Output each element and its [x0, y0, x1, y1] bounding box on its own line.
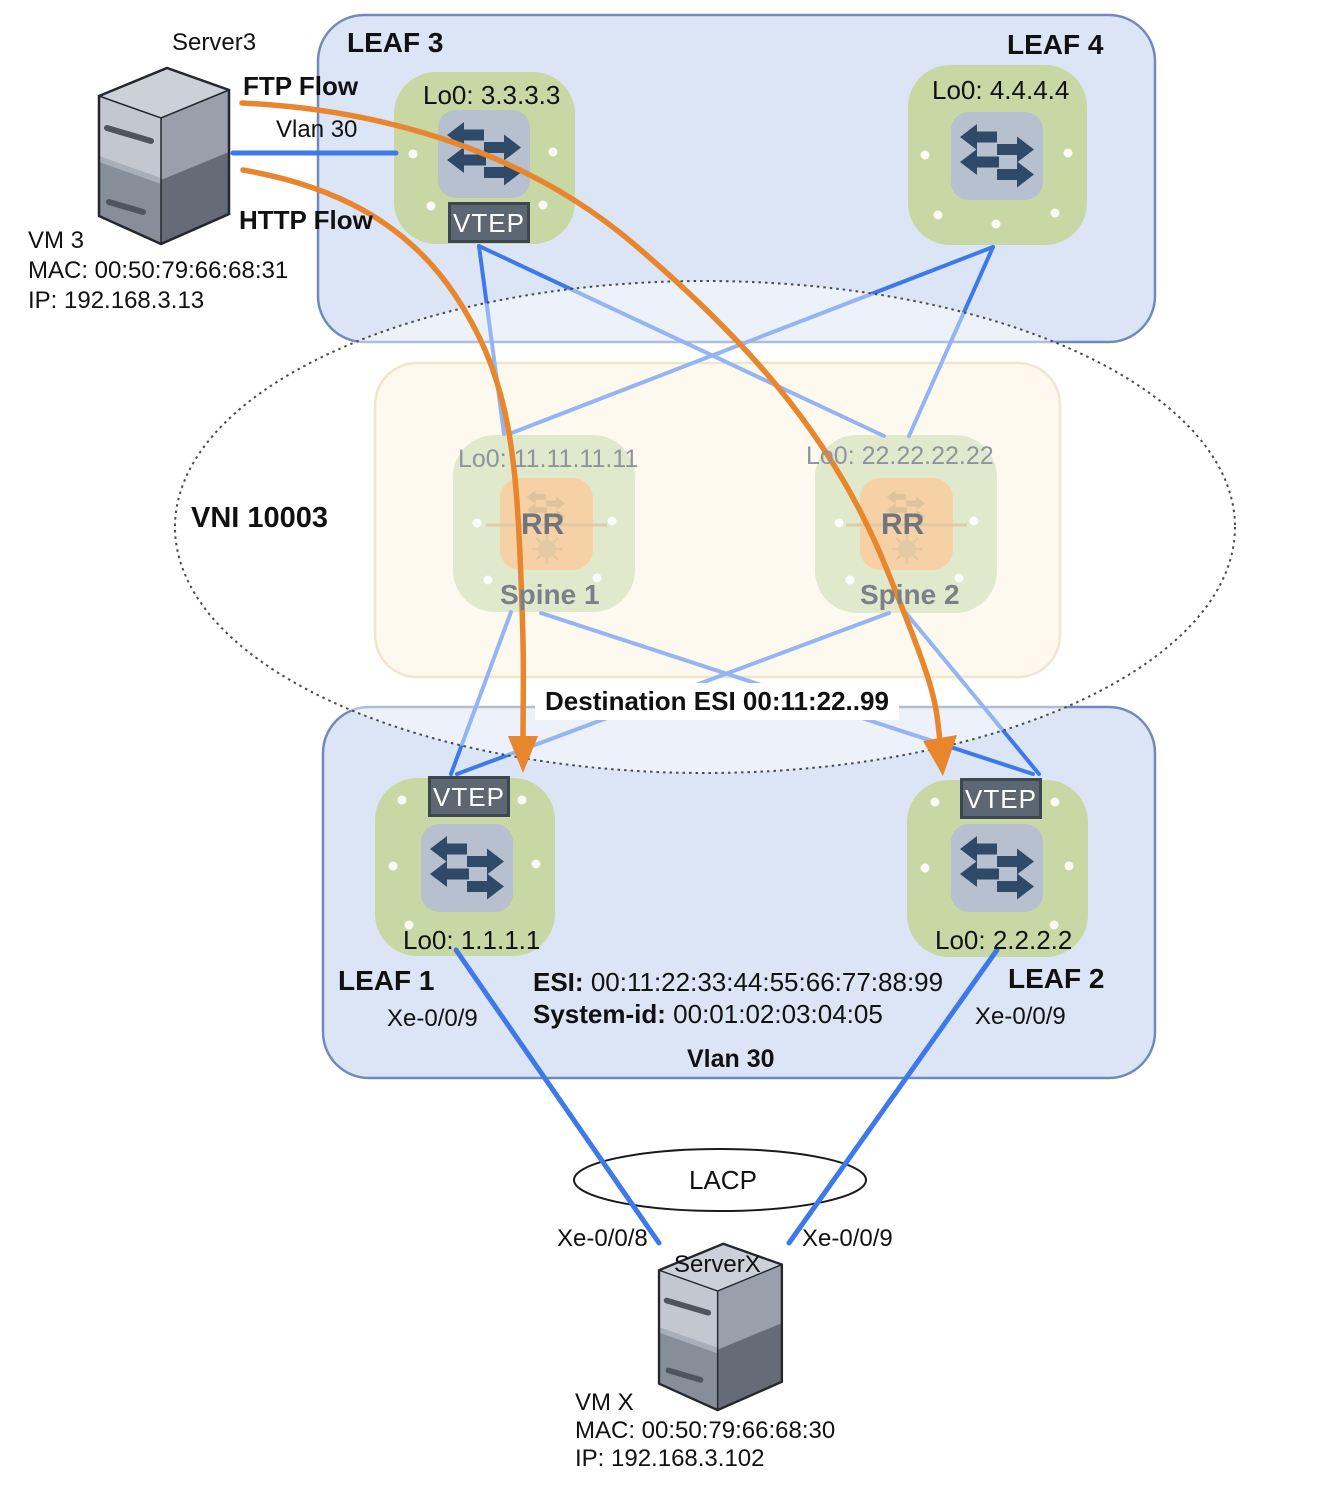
spine2-lo0: Lo0: 22.22.22.22: [806, 442, 994, 470]
ftp-flow-label: FTP Flow: [243, 71, 359, 101]
leaf3-vtep-badge: VTEP: [448, 202, 530, 243]
systemid-line: System-id: 00:01:02:03:04:05: [533, 1000, 883, 1029]
leaf1-vtep-badge: VTEP: [428, 776, 510, 817]
leaf2-switch-icon: [951, 824, 1043, 912]
esi-line: ESI: 00:11:22:33:44:55:66:77:88:99: [533, 968, 943, 997]
spine2-router-icon: [846, 478, 967, 570]
serverx-port-right-label: Xe-0/0/9: [802, 1225, 893, 1252]
leaf3-title: LEAF 3: [347, 27, 444, 58]
serverx-port-left-label: Xe-0/0/8: [557, 1225, 648, 1252]
leaf4-lo0: Lo0: 4.4.4.4: [932, 75, 1070, 105]
serverx-label: ServerX: [674, 1251, 761, 1278]
esi-key: ESI:: [533, 967, 584, 997]
ftp-flow-arrowhead: [923, 735, 957, 776]
spine2-sun-icon: [892, 534, 922, 564]
leaf1-node: [375, 778, 555, 956]
esi-value: 00:11:22:33:44:55:66:77:88:99: [590, 967, 944, 997]
leaf3-lo0: Lo0: 3.3.3.3: [423, 80, 561, 110]
server3-icon: [99, 68, 229, 244]
leaf2-port-label: Xe-0/0/9: [975, 1003, 1066, 1030]
leaf2-lo0: Lo0: 2.2.2.2: [935, 925, 1073, 955]
link-spine2-leaf2: [904, 611, 1041, 776]
link-spine1-leaf1: [449, 610, 513, 776]
leaf3-node: [394, 72, 575, 244]
spine2-name: Spine 2: [860, 579, 960, 610]
link-leaf4-spine2: [907, 245, 995, 438]
link-leaf3-spine2: [477, 244, 886, 438]
spine2-rr-label: RR: [881, 508, 925, 541]
vmx-ip: IP: 192.168.3.102: [575, 1445, 765, 1472]
vni-label: VNI 10003: [191, 502, 329, 534]
spine1-lo0: Lo0: 11.11.11.11: [458, 445, 639, 473]
vmx-mac: MAC: 00:50:79:66:68:30: [575, 1417, 836, 1444]
link-leaf4-spine1: [507, 245, 995, 436]
spine1-rr-label: RR: [521, 508, 565, 541]
spine1-node: [453, 435, 635, 612]
http-flow-label: HTTP Flow: [239, 205, 373, 235]
destination-esi-label: Destination ESI 00:11:22..99: [535, 683, 899, 720]
leaf2-vtep-badge: VTEP: [960, 778, 1042, 819]
http-flow-path: [240, 167, 527, 750]
http-flow-arrowhead: [508, 736, 538, 773]
systemid-key: System-id:: [533, 999, 666, 1029]
link-leaf1-serverx: [453, 947, 662, 1246]
vm3-ip: IP: 192.168.3.13: [28, 287, 205, 314]
vlan30-bottom-label: Vlan 30: [687, 1045, 775, 1073]
spine1-sun-icon: [532, 534, 562, 564]
spine2-node: [815, 435, 997, 613]
vm3-mac: MAC: 00:50:79:66:68:31: [28, 257, 289, 284]
leaf2-title: LEAF 2: [1008, 963, 1105, 994]
leaf4-node: [908, 65, 1087, 245]
spine1-router-icon: [486, 478, 607, 570]
leaf1-lo0: Lo0: 1.1.1.1: [403, 925, 541, 955]
lacp-ellipse: [573, 1148, 867, 1212]
server3-label: Server3: [172, 29, 257, 56]
leaf1-switch-icon: [421, 824, 513, 912]
flows-layer: [239, 100, 944, 753]
ftp-flow-path: [239, 100, 944, 753]
leaf1-port-label: Xe-0/0/9: [387, 1005, 478, 1032]
lacp-label: LACP: [689, 1165, 757, 1195]
systemid-value: 00:01:02:03:04:05: [673, 999, 883, 1029]
spine1-name: Spine 1: [500, 579, 600, 610]
leaf4-switch-icon: [951, 112, 1043, 200]
link-leaf2-serverx: [786, 947, 1000, 1246]
vlan30-top-label: Vlan 30: [276, 116, 358, 143]
leaf4-title: LEAF 4: [1007, 29, 1104, 60]
leaf1-title: LEAF 1: [338, 965, 435, 996]
leaf2-node: [907, 780, 1088, 957]
vm3-name: VM 3: [28, 227, 85, 254]
vmx-name: VM X: [575, 1389, 634, 1416]
vni-ellipse: [174, 280, 1236, 774]
